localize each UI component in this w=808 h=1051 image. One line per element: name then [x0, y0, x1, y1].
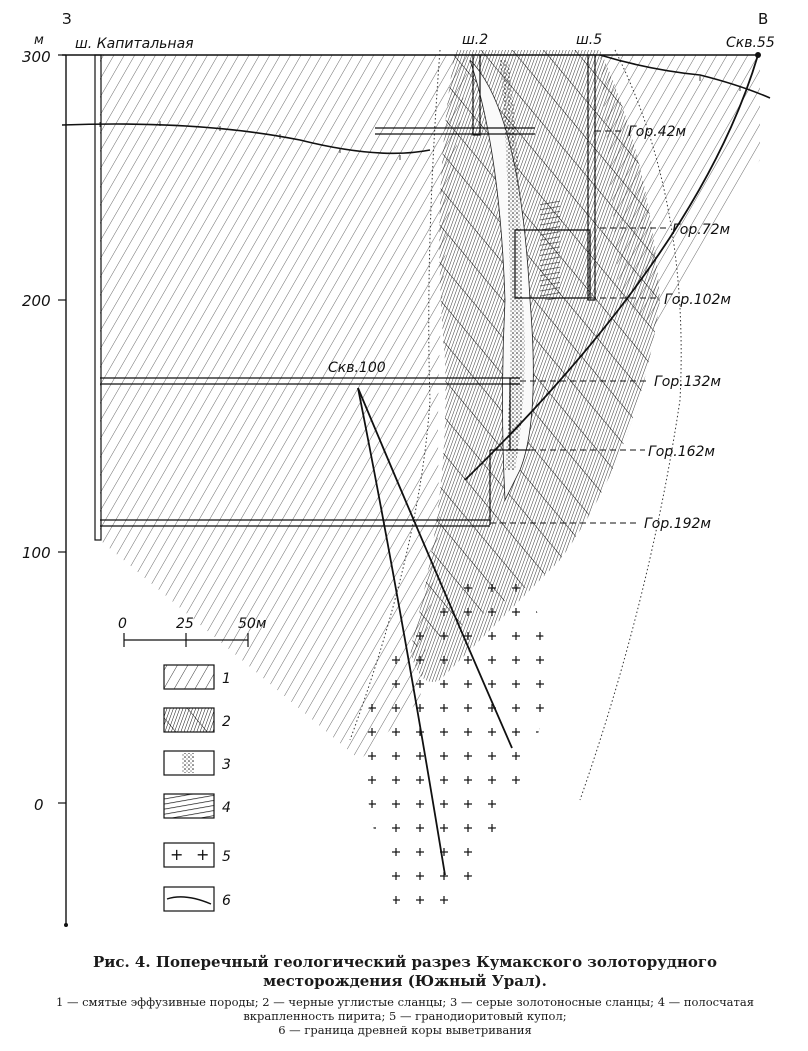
- caption-legend-6: 6 — граница древней коры выветривания: [278, 1023, 532, 1037]
- shaft-label-kapitalnaya: ш. Капитальная: [75, 36, 194, 52]
- profile-end-west: З: [62, 10, 72, 28]
- legend-number-1: 1: [222, 671, 231, 687]
- axis-tick-0: 0: [34, 796, 44, 814]
- scale-label-25: 25: [176, 616, 194, 632]
- legend-number-6: 6: [222, 893, 231, 909]
- legend-item-3: 3: [163, 750, 231, 776]
- weathering-crust-west: [61, 123, 431, 155]
- shaft-label-5: ш.5: [576, 32, 602, 48]
- scale-bar: 0 25 50м: [118, 616, 267, 647]
- axis-tick-200: 200: [22, 292, 51, 310]
- horizon-label-102: Гор.102м: [664, 292, 731, 308]
- legend-item-2: 2: [163, 707, 231, 733]
- legend-number-2: 2: [222, 714, 231, 730]
- caption-legend-1: 1 — смятые эффузивные породы;: [55, 995, 259, 1009]
- borehole-label-100: Скв.100: [328, 360, 386, 376]
- legend-number-5: 5: [222, 849, 231, 865]
- legend-number-3: 3: [222, 757, 231, 773]
- axis-tick-300: 300: [22, 48, 51, 66]
- granodiorite-dome: [360, 575, 547, 920]
- legend-item-4: 4: [163, 793, 231, 819]
- depth-axis: 300 200 100 0 м З В: [22, 10, 768, 927]
- legend-item-1: 1: [163, 664, 231, 690]
- borehole-traces: [357, 54, 759, 876]
- pyrite-band: [500, 60, 525, 470]
- caption-legend-4: 4 — полосчатая вкрапленность пирита;: [243, 995, 755, 1023]
- legend: 1 2 3 4 + + 5 6: [163, 664, 231, 912]
- caption-legend-5: 5 — гранодиоритовый купол;: [389, 1009, 567, 1023]
- pyrite-stripes: [540, 200, 560, 300]
- figure-caption-title: Рис. 4. Поперечный геологический разрез …: [92, 953, 718, 990]
- profile-end-east: В: [758, 10, 768, 28]
- mine-workings: [94, 54, 596, 541]
- axis-unit: м: [34, 33, 44, 48]
- black-schist-diagonals: [410, 50, 660, 650]
- borehole-55-collar: [755, 52, 761, 58]
- horizon-label-162: Гор.162м: [648, 444, 715, 460]
- legend-item-6: 6: [163, 886, 231, 912]
- horizon-label-72: Гор.72м: [672, 222, 731, 238]
- figure-caption-legend: 1 — смятые эффузивные породы; 2 — черные…: [30, 995, 780, 1037]
- caption-legend-2: 2 — черные углистые сланцы;: [262, 995, 447, 1009]
- horizon-label-132: Гор.132м: [654, 374, 721, 390]
- axis-tick-100: 100: [22, 544, 51, 562]
- scale-label-50: 50м: [238, 616, 267, 632]
- dotted-boundary-east: [579, 49, 682, 801]
- legend-cross-b: +: [196, 845, 209, 864]
- weathering-crust-east: [599, 54, 771, 99]
- horizon-leaders: [490, 130, 668, 524]
- dotted-boundary-west: [349, 49, 441, 741]
- scale-label-0: 0: [118, 616, 127, 632]
- caption-legend-3: 3 — серые золотоносные сланцы;: [449, 995, 655, 1009]
- borehole-label-55: Скв.55: [726, 35, 775, 51]
- horizon-label-42: Гор.42м: [628, 124, 687, 140]
- weathering-ticks: [99, 76, 741, 160]
- legend-cross-a: +: [170, 845, 183, 864]
- shaft-label-2: ш.2: [462, 32, 488, 48]
- geological-cross-section: 300 200 100 0 м З В ш. К: [22, 10, 775, 927]
- horizon-label-192: Гор.192м: [644, 516, 711, 532]
- legend-item-5: + + 5: [163, 842, 231, 868]
- legend-number-4: 4: [222, 800, 231, 816]
